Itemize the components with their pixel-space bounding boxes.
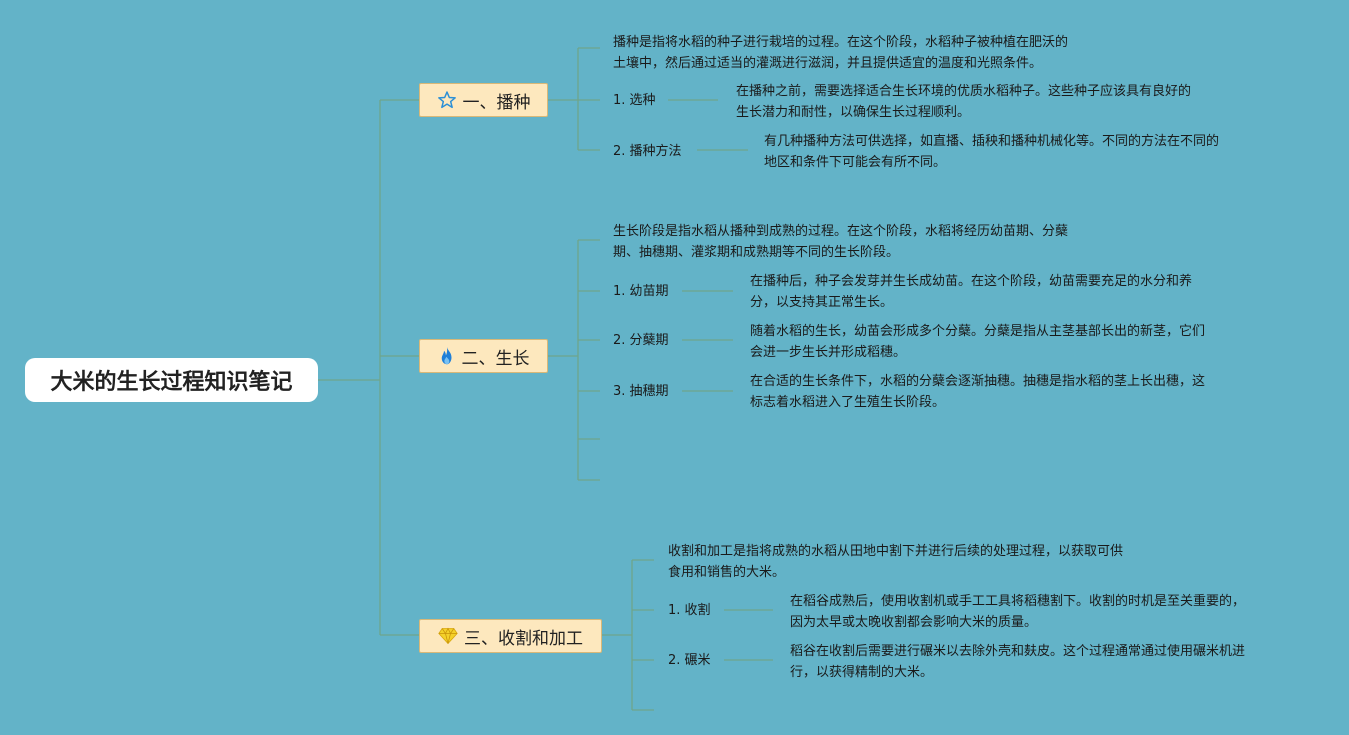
branch-label: 三、收割和加工 xyxy=(464,628,583,649)
branch-intro: 生长阶段是指水稻从播种到成熟的过程。在这个阶段，水稻将经历幼苗期、分蘖期、抽穗期… xyxy=(613,224,1069,260)
item-label[interactable]: 1. 幼苗期 xyxy=(613,284,669,299)
item-text: 稻谷在收割后需要进行碾米以去除外壳和麸皮。这个过程通常通过使用碾米机进行，以获得… xyxy=(790,644,1246,680)
root-title: 大米的生长过程知识笔记 xyxy=(50,370,293,395)
item-text: 在稻谷成熟后，使用收割机或手工工具将稻穗割下。收割的时机是至关重要的，因为太早或… xyxy=(790,594,1246,630)
branch-label: 一、播种 xyxy=(462,92,531,113)
root-node[interactable]: 大米的生长过程知识笔记 xyxy=(25,358,318,402)
star-icon xyxy=(437,90,457,110)
item-text: 随着水稻的生长，幼苗会形成多个分蘖。分蘖是指从主茎基部长出的新茎，它们会进一步生… xyxy=(750,324,1206,360)
fire-icon xyxy=(438,346,456,366)
item-text: 在合适的生长条件下，水稻的分蘖会逐渐抽穗。抽穗是指水稻的茎上长出穗，这标志着水稻… xyxy=(750,374,1206,410)
item-label[interactable]: 3. 抽穗期 xyxy=(613,384,669,399)
item-text: 在播种后，种子会发芽并生长成幼苗。在这个阶段，幼苗需要充足的水分和养分，以支持其… xyxy=(750,274,1193,310)
diamond-icon xyxy=(438,627,458,645)
item-label[interactable]: 2. 碾米 xyxy=(668,653,711,668)
item-label[interactable]: 1. 收割 xyxy=(668,603,711,618)
item-text: 在播种之前，需要选择适合生长环境的优质水稻种子。这些种子应该具有良好的生长潜力和… xyxy=(736,84,1192,120)
branch-intro: 播种是指将水稻的种子进行栽培的过程。在这个阶段，水稻种子被种植在肥沃的土壤中，然… xyxy=(613,35,1069,71)
branch-growth[interactable]: 二、生长 xyxy=(419,339,548,373)
branch-harvest[interactable]: 三、收割和加工 xyxy=(419,619,602,653)
item-label[interactable]: 2. 播种方法 xyxy=(613,144,682,159)
item-label[interactable]: 1. 选种 xyxy=(613,93,656,108)
branch-intro: 收割和加工是指将成熟的水稻从田地中割下并进行后续的处理过程，以获取可供食用和销售… xyxy=(668,544,1124,580)
branch-label: 二、生长 xyxy=(461,348,530,369)
item-label[interactable]: 2. 分蘖期 xyxy=(613,333,669,348)
branch-sowing[interactable]: 一、播种 xyxy=(419,83,548,117)
item-text: 有几种播种方法可供选择，如直播、插秧和播种机械化等。不同的方法在不同的地区和条件… xyxy=(764,134,1220,170)
